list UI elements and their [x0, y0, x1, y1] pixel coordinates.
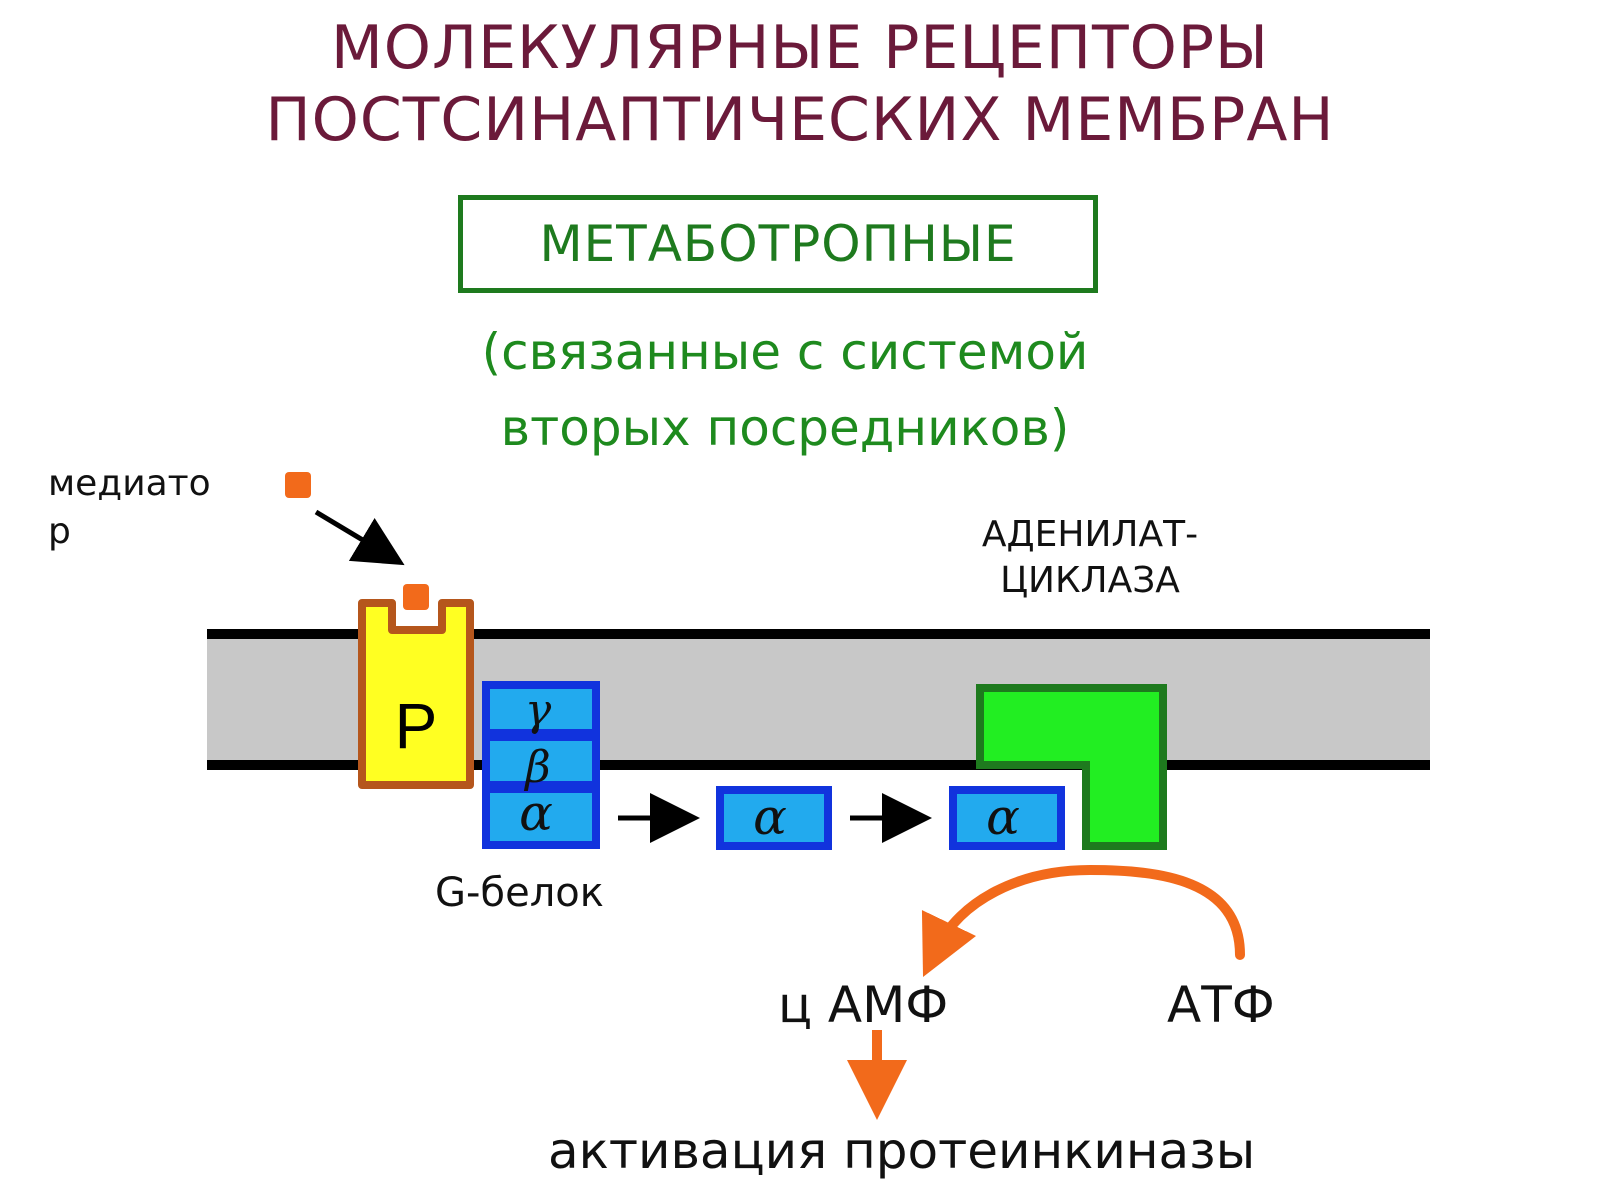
beta-subunit: [482, 733, 600, 789]
subtitle-line-2: вторых посредников): [500, 399, 1070, 457]
receptor-type-label: МЕТАБОТРОПНЫЕ: [539, 215, 1017, 273]
alpha-subunit-bound: [482, 785, 600, 849]
atp-to-camp-arrow: [921, 864, 1245, 978]
mediator-label: медиатор: [48, 463, 211, 552]
alpha-subunit-free: [716, 786, 832, 850]
bound-mediator: [403, 584, 429, 610]
gamma-subunit: [482, 681, 600, 737]
alpha-symbol-active: α: [986, 788, 1020, 846]
receptor-label: Р: [395, 690, 438, 762]
g-protein-label: G-белок: [435, 870, 604, 916]
beta-symbol: β: [523, 742, 550, 793]
g-protein-complex: γ β α: [482, 681, 600, 849]
mediator-binding-arrow: [314, 509, 405, 566]
title-line-1: МОЛЕКУЛЯРНЫЕ РЕЦЕПТОРЫ: [331, 13, 1269, 83]
protein-kinase-activation-label: активация протеинкиназы: [548, 1122, 1256, 1180]
alpha-symbol-bound: α: [519, 784, 553, 842]
adenylate-cyclase: [976, 684, 1167, 850]
receptor-type-box: МЕТАБОТРОПНЫЕ: [458, 195, 1098, 293]
alpha-symbol-free: α: [753, 788, 787, 846]
camp-label: ц АМФ: [778, 976, 949, 1034]
adenylate-cyclase-label: АДЕНИЛАТ- ЦИКЛАЗА: [981, 514, 1199, 601]
mediator-molecule: [285, 472, 311, 498]
title-line-2: ПОСТСИНАПТИЧЕСКИХ МЕМБРАН: [265, 85, 1335, 155]
gamma-symbol: γ: [525, 685, 552, 736]
subtitle-line-1: (связанные с системой: [481, 323, 1089, 381]
alpha-subunit-active: [949, 786, 1065, 850]
receptor-protein: [358, 599, 474, 789]
atp-label: АТФ: [1167, 976, 1275, 1034]
